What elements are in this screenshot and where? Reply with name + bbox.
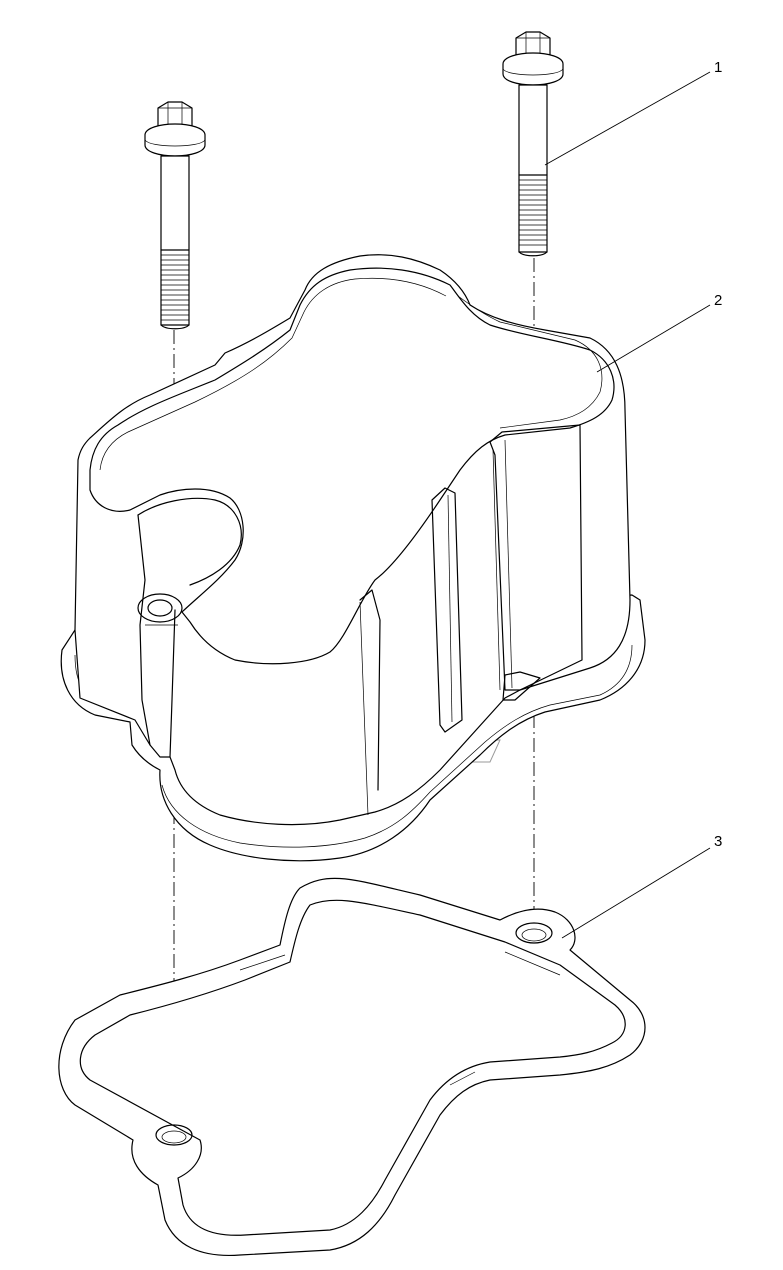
leader-2: [596, 304, 711, 373]
callout-3: 3: [714, 833, 722, 850]
gasket-hole-right: [515, 922, 553, 944]
leader-1: [544, 71, 711, 166]
bolt-thread-left: [161, 254, 189, 321]
callout-2: 2: [714, 292, 722, 309]
bolt-flange-right: [502, 52, 564, 86]
cover-bolt-boss-left: [137, 593, 183, 623]
leader-3: [561, 847, 711, 939]
bolt-right: [502, 31, 564, 257]
bolt-thread-right: [519, 179, 547, 246]
gasket-hole-left: [155, 1124, 193, 1146]
gasket: [58, 877, 646, 1257]
leader-lines: [544, 71, 711, 939]
valve-cover: [60, 254, 646, 862]
bolt-flange-left: [144, 123, 206, 157]
bolt-left: [144, 101, 206, 330]
callout-1: 1: [714, 59, 722, 76]
bolt-shank-right: [518, 84, 548, 253]
